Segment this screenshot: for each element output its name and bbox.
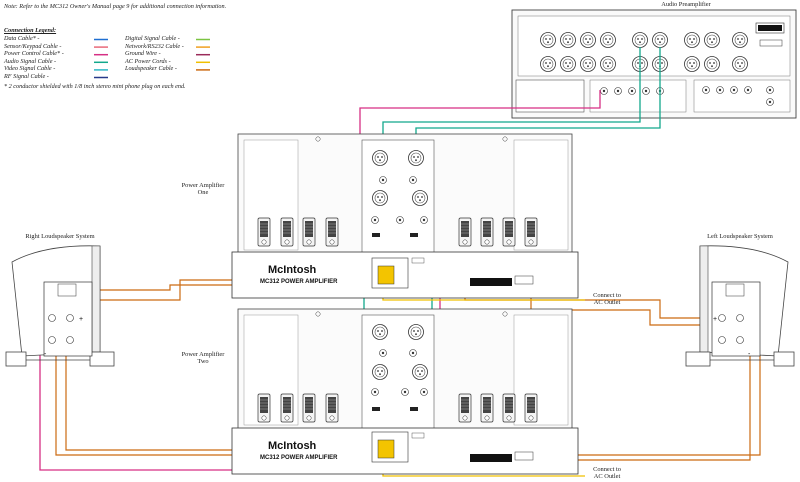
legend-item-digital-signal-cable: Digital Signal Cable - (125, 35, 180, 43)
legend-label: Power Control Cable* - (4, 50, 64, 58)
audio-preamplifier (511, 9, 797, 119)
label-ac-outlet-one-line2: AC Outlet (593, 299, 621, 306)
legend-label: Sensor/Keypad Cable - (4, 42, 62, 50)
label-ac-outlet-two-line2: AC Outlet (593, 473, 621, 480)
label-audio-preamplifier: Audio Preamplifier (661, 1, 711, 8)
label-left-loudspeaker: Left Loudspeaker System (707, 233, 773, 240)
legend-label: Data Cable* - (4, 35, 40, 42)
amp-two-brand: McIntosh (268, 440, 317, 452)
svg-text:+: + (713, 316, 717, 323)
left-loudspeaker: + - (685, 245, 795, 367)
legend-label: Network/RS232 Cable - (125, 42, 184, 50)
svg-text:-: - (748, 351, 751, 358)
label-power-amp-one: Power Amplifier One (168, 182, 238, 196)
legend-item-audio-signal-cable: Audio Signal Cable - (4, 58, 56, 66)
amp-one-brand: McIntosh (268, 264, 317, 276)
legend-footnote: * 2 conductor shielded with 1/8 inch ste… (4, 83, 186, 90)
label-ac-outlet-two: Connect to AC Outlet (582, 466, 632, 480)
power-amplifier-two: McIntosh MC312 POWER AMPLIFIER (231, 308, 579, 475)
legend-item-sensor-keypad-cable: Sensor/Keypad Cable - (4, 43, 61, 51)
legend-label: AC Power Cords - (125, 57, 171, 65)
svg-text:-: - (44, 351, 47, 358)
legend-label: Digital Signal Cable - (125, 35, 180, 42)
legend-swatches (94, 38, 210, 79)
right-loudspeaker: + - (5, 245, 115, 367)
note-text: Note: Refer to the MC312 Owner's Manual … (4, 3, 227, 10)
legend-item-data-cable: Data Cable* - (4, 35, 39, 43)
legend-label: Loudspeaker Cable - (125, 65, 177, 73)
label-ac-outlet-one-line1: Connect to (593, 292, 621, 299)
legend-item-ac-power-cords: AC Power Cords - (125, 58, 171, 66)
legend-item-power-control-cable: Power Control Cable* - (4, 50, 64, 58)
label-ac-outlet-one: Connect to AC Outlet (582, 292, 632, 306)
label-power-amp-two: Power Amplifier Two (168, 351, 238, 365)
legend-item-rf-signal-cable: RF Signal Cable - (4, 73, 49, 81)
legend-label: Ground Wire - (125, 50, 161, 58)
legend-item-loudspeaker-cable: Loudspeaker Cable - (125, 65, 177, 73)
legend-label: RF Signal Cable - (4, 73, 49, 80)
connection-legend: Connection Legend: Data Cable* - Sensor/… (4, 27, 186, 90)
legend-label: Audio Signal Cable - (4, 57, 57, 65)
power-amplifier-one: McIntosh MC312 POWER AMPLIFIER (231, 133, 579, 299)
legend-label: Video Signal Cable - (4, 65, 56, 73)
label-ac-outlet-two-line1: Connect to (593, 466, 621, 473)
label-power-amp-two-line1: Power Amplifier (181, 351, 225, 358)
legend-item-video-signal-cable: Video Signal Cable - (4, 65, 55, 73)
amp-two-model: MC312 POWER AMPLIFIER (260, 455, 338, 461)
legend-item-network-rs232-cable: Network/RS232 Cable - (125, 43, 184, 51)
label-power-amp-one-line2: One (197, 189, 209, 196)
preamp-xlr-row-bottom (540, 56, 748, 72)
svg-text:+: + (79, 316, 83, 323)
label-power-amp-one-line1: Power Amplifier (181, 182, 225, 189)
preamp-xlr-row-top (540, 32, 748, 48)
label-right-loudspeaker: Right Loudspeaker System (25, 233, 95, 240)
legend-item-ground-wire: Ground Wire - (125, 50, 161, 58)
amp-one-model: MC312 POWER AMPLIFIER (260, 279, 338, 285)
legend-title: Connection Legend: (4, 27, 57, 34)
label-power-amp-two-line2: Two (197, 358, 209, 365)
